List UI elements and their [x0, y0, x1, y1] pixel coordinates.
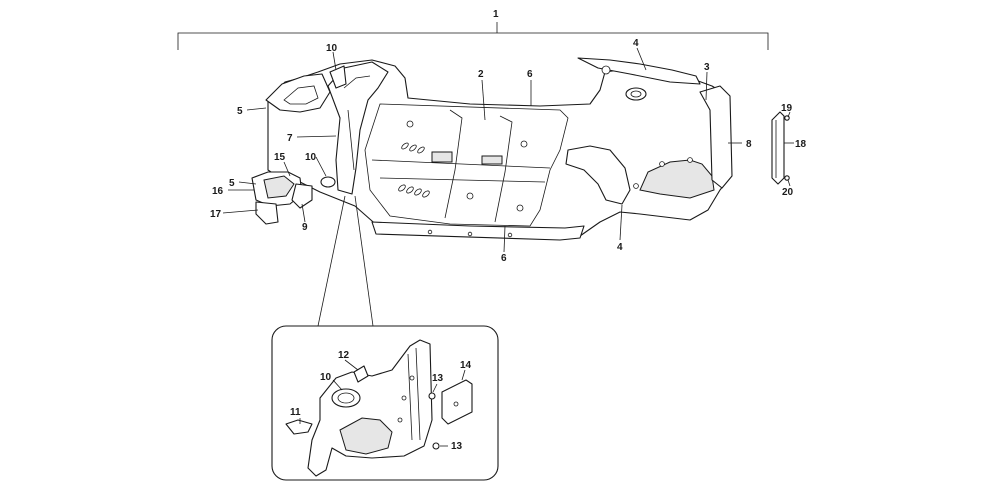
leader-lines	[222, 47, 794, 253]
callout-13-lower: 13	[451, 441, 463, 452]
floor-slots	[398, 120, 528, 238]
callout-8: 8	[746, 139, 752, 150]
callout-13-upper: 13	[432, 373, 444, 384]
callout-18: 18	[795, 139, 807, 150]
callout-4-bottom: 4	[617, 242, 623, 253]
front-left-brackets	[251, 65, 347, 225]
callout-9: 9	[302, 222, 308, 233]
callout-1: 1	[493, 9, 499, 20]
callout-5-lower: 5	[229, 178, 235, 189]
callout-4-top: 4	[633, 38, 639, 49]
callout-15: 15	[274, 152, 286, 163]
callout-17: 17	[210, 209, 222, 220]
callout-7: 7	[287, 133, 293, 144]
callout-16: 16	[212, 186, 224, 197]
body-floor-assembly	[265, 57, 733, 241]
callout-14: 14	[460, 360, 472, 371]
callout-3: 3	[704, 62, 710, 73]
callout-11: 11	[290, 407, 301, 418]
rear-cover-panel	[771, 111, 790, 185]
assembly-bracket	[177, 22, 769, 50]
callout-5-upper: 5	[237, 106, 243, 117]
callout-10-upper: 10	[326, 43, 338, 54]
callout-19: 19	[781, 103, 793, 114]
callout-6-top: 6	[527, 69, 533, 80]
callout-10-middle: 10	[305, 152, 317, 163]
callout-labels: 1 2 6 4 3 10 5 7 8 19 18 20 15 10 5 16 1…	[210, 9, 807, 452]
callout-2: 2	[478, 69, 484, 80]
detail-a-pillar-assembly	[285, 339, 473, 477]
callout-20: 20	[782, 187, 794, 198]
callout-10-detail: 10	[320, 372, 332, 383]
callout-6-bottom: 6	[501, 253, 507, 264]
callout-12: 12	[338, 350, 350, 361]
